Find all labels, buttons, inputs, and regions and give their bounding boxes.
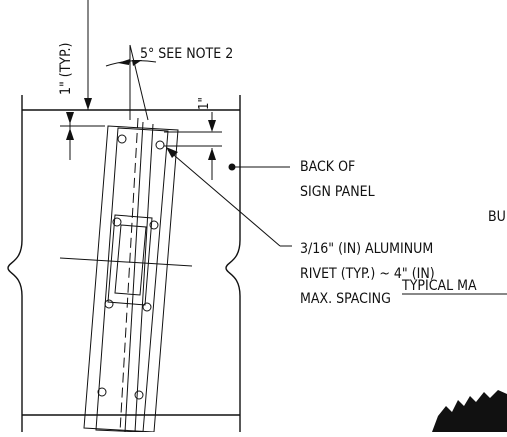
rivet-1 [117, 134, 127, 144]
left-dim-arrow-down [66, 112, 74, 124]
top-dim-label: 1" (TYP.) [58, 43, 74, 95]
bracket-channel-line-a [124, 121, 144, 433]
angle-arrow-right [132, 60, 142, 66]
side-dim-arrow-down [208, 120, 216, 132]
panel-left-edge [7, 95, 23, 432]
rivet-2 [155, 140, 165, 150]
rivet-label-line3: MAX. SPACING [300, 291, 391, 307]
horizontal-centerline [59, 257, 193, 267]
back-of-panel-dot [228, 163, 236, 171]
rivet-label-line1: 3/16" (IN) ALUMINUM [300, 241, 433, 257]
seal-fragment [432, 390, 507, 432]
rivet-7 [97, 387, 107, 397]
rivet-leader-arrow [166, 147, 178, 158]
angle-arrow-left [118, 59, 130, 65]
bracket-outer-plate [83, 125, 179, 433]
partial-label-bu: BU [488, 209, 506, 225]
bracket-channel-line-b [134, 123, 154, 433]
top-dim-arrow [84, 98, 92, 110]
typical-caption-partial: TYPICAL MA [401, 278, 477, 294]
clamp-inner [114, 224, 147, 296]
back-of-panel-label-line1: BACK OF [300, 159, 355, 175]
rivet-8 [134, 390, 144, 400]
clamp-outer [107, 214, 153, 306]
angle-arc [105, 60, 157, 67]
rivet-4 [149, 220, 159, 230]
rivet-label-line2: RIVET (TYP.) ~ 4" (IN) [300, 266, 435, 282]
rivet-5 [104, 299, 114, 309]
side-dim-arrow-up [208, 148, 216, 160]
leaders [166, 147, 507, 295]
back-of-panel-label-line2: SIGN PANEL [300, 184, 375, 200]
side-dimension [164, 112, 222, 180]
tilted-bracket-assembly [59, 117, 193, 433]
side-dim-label: 1" [197, 97, 212, 110]
partial-seal [432, 390, 507, 432]
angle-annotation [105, 44, 157, 121]
bracket-centerline [119, 117, 139, 433]
left-dim-arrow-up [66, 128, 74, 140]
rivet-3 [112, 217, 122, 227]
left-gap-dimension [60, 112, 105, 160]
panel-right-edge [225, 95, 241, 432]
rivet-6 [142, 302, 152, 312]
angle-tilt-line [129, 44, 149, 121]
angle-note-label: 5° SEE NOTE 2 [140, 46, 233, 62]
rivet-leader-diagonal [167, 149, 281, 247]
top-dimension [84, 0, 92, 110]
sign-panel-outline [7, 95, 241, 432]
